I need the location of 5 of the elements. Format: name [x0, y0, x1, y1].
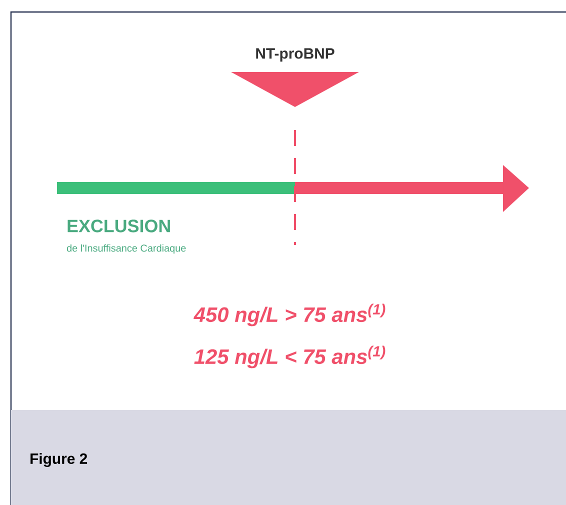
caption-band: Figure 2 [11, 410, 566, 505]
exclusion-label: EXCLUSION [68, 220, 170, 232]
threshold-value: 450 ng/L > 75 ans$^{(1)}$ [194, 304, 386, 326]
exclusion-subtitle: de l'Insuffisance Cardiaque [66, 244, 186, 254]
threshold-value: 125 ng/L < 75 ans$^{(1)}$ [194, 346, 386, 368]
